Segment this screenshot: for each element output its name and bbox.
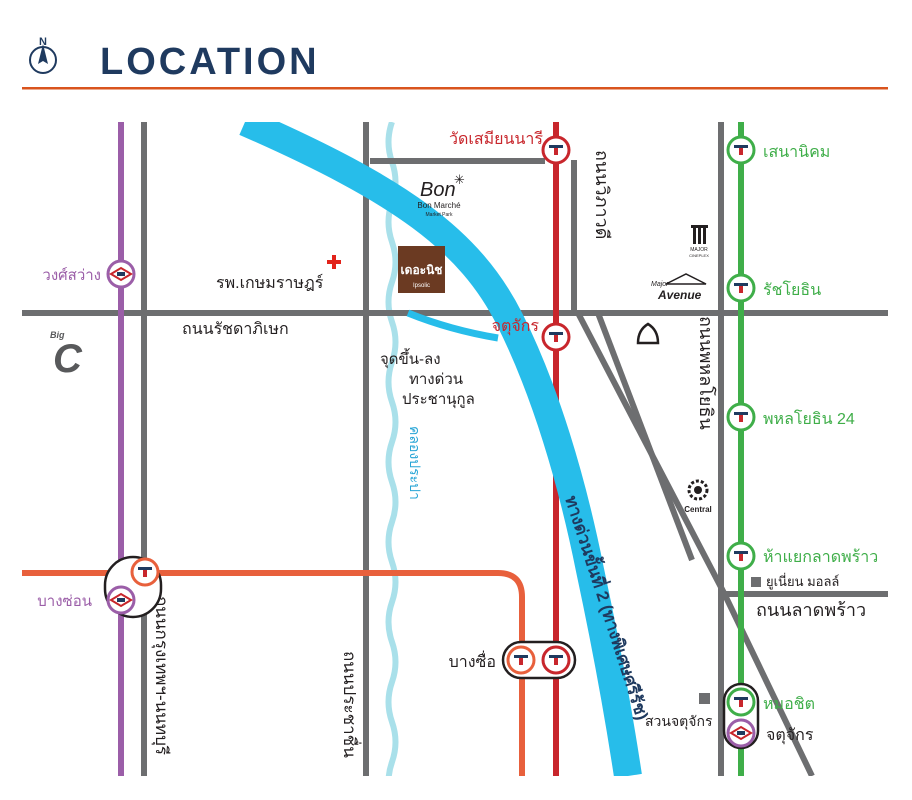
label-station-bang-son: บางซ่อน — [37, 593, 92, 610]
label-station-wong-sawang: วงศ์สว่าง — [42, 267, 101, 284]
label-station-ratchayothin: รัชโยธิน — [763, 280, 821, 299]
label-canal-prapa: คลองประปา — [407, 426, 423, 500]
header-rule — [22, 87, 888, 90]
label-access-line1: จุดขึ้น-ลง — [380, 348, 441, 369]
bon-marche-script: Bon — [420, 179, 456, 201]
station-mo-chit-icon — [722, 682, 760, 750]
expressway-main — [239, 122, 642, 776]
major-avenue-large: Avenue — [657, 288, 702, 302]
big-c-large: C — [53, 337, 83, 381]
label-station-chatuchak-mrt: จตุจักร — [492, 318, 540, 336]
bon-marche-name: Bon Marché — [417, 201, 461, 210]
central-name: Central — [684, 505, 712, 514]
compass-icon — [29, 44, 57, 74]
major-avenue-small: Major — [651, 281, 669, 288]
station-ratchayothin-icon — [726, 273, 756, 303]
label-station-ha-yaek-lat-phrao: ห้าแยกลาดพร้าว — [763, 548, 878, 566]
orange-line — [22, 570, 525, 776]
bon-marche-logo: Bon ✳ Bon Marché Market Park — [417, 172, 465, 218]
major-avenue-logo: Major Avenue — [651, 273, 707, 302]
label-station-mo-chit: หมอชิต — [763, 696, 815, 713]
chatuchak-park-marker — [699, 693, 710, 704]
label-road-vibhavadi: ถนนวิภาวดี — [592, 150, 612, 239]
hospital-cross-icon — [327, 255, 341, 269]
label-access-line2: ทางด่วน — [409, 371, 463, 388]
page-title: LOCATION — [100, 41, 320, 83]
station-chatuchak-mrt-icon — [541, 322, 571, 352]
compass-north-label: N — [39, 36, 47, 48]
station-ha-yaek-lat-phrao-icon — [726, 541, 756, 571]
label-station-phahon-yothin-24: พหลโยธิน 24 — [763, 409, 855, 428]
label-station-sena-nikhom: เสนานิคม — [763, 144, 830, 161]
label-road-lat-phrao: ถนนลาดพร้าว — [756, 600, 866, 620]
station-bang-son-icon — [103, 555, 163, 619]
station-phahon-yothin-24-icon — [726, 402, 756, 432]
road-kamphaeng-phet-diagonal — [595, 311, 695, 562]
union-mall-marker — [751, 577, 761, 587]
label-station-bang-sue: บางซื่อ — [449, 650, 496, 671]
station-sena-nikhom-icon — [726, 135, 756, 165]
label-union-mall: ยูเนี่ยน มอลล์ — [766, 573, 839, 590]
label-hospital: รพ.เกษมราษฎร์ — [216, 273, 324, 292]
big-c-small: Big — [50, 330, 65, 340]
bon-marche-sub: Market Park — [426, 212, 453, 218]
central-logo: Central — [684, 479, 712, 514]
bon-marche-star-icon: ✳ — [454, 172, 465, 187]
major-sub: CINEPLEX — [689, 253, 709, 258]
label-access-line3: ประชานุกูล — [402, 391, 475, 409]
canal-prapa — [385, 122, 399, 776]
label-road-ratchadaphisek: ถนนรัชดาภิเษก — [182, 321, 289, 338]
project-marker — [398, 246, 445, 293]
major-cineplex-logo: MAJOR CINEPLEX — [689, 225, 709, 258]
project-sub: Ipsolic — [413, 283, 430, 289]
project-name: เดอะนิช — [401, 263, 443, 277]
expressway-ramp — [406, 309, 499, 342]
station-wong-sawang-icon — [106, 259, 136, 289]
label-station-wat-samian-nari: วัดเสมียนนารี — [449, 130, 543, 148]
station-bang-sue-icon — [501, 640, 577, 680]
big-c-logo: Big C — [50, 330, 83, 381]
label-road-prachachuen: ถนนประชาชื่น — [340, 651, 362, 758]
major-name: MAJOR — [690, 247, 708, 253]
label-station-chatuchak-arl: จตุจักร — [766, 727, 814, 745]
station-wat-samian-nari-icon — [541, 135, 571, 165]
label-road-phahonyothin: ถนนพหลโยธิน — [696, 316, 717, 430]
label-road-krungthep-nonthaburi: ถนนกรุงเทพฯ-นนทบุรี — [151, 596, 171, 755]
label-chatuchak-park: สวนจตุจักร — [645, 713, 713, 730]
temple-icon — [636, 322, 660, 345]
